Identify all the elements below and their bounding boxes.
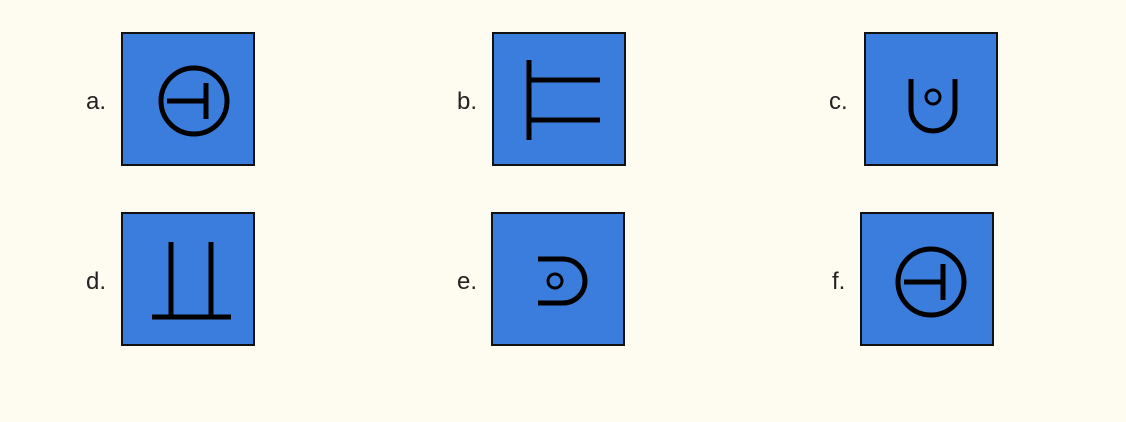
option-label: b.: [457, 88, 478, 115]
circle-with-tack-icon: [158, 65, 230, 137]
arch-with-dot-icon: [538, 256, 588, 306]
option-tile[interactable]: [860, 212, 994, 346]
option-label: c.: [829, 88, 848, 115]
option-label: f.: [832, 268, 846, 295]
option-tile[interactable]: [864, 32, 998, 166]
option-label: a.: [86, 88, 107, 115]
cup-with-dot-icon: [908, 79, 958, 134]
option-label: e.: [457, 268, 478, 295]
option-tile[interactable]: [121, 212, 255, 346]
two-legs-on-base-icon: [152, 242, 231, 320]
circle-with-tack-icon: [895, 246, 967, 318]
option-tile[interactable]: [121, 32, 255, 166]
option-tile[interactable]: [492, 32, 626, 166]
option-tile[interactable]: [491, 212, 625, 346]
comb-two-tines-icon: [526, 60, 600, 140]
option-label: d.: [86, 268, 107, 295]
